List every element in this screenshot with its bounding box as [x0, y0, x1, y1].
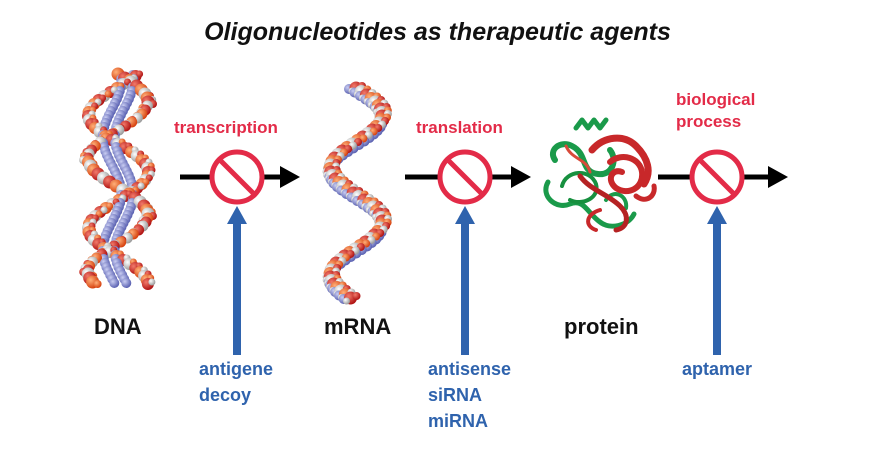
atom-sphere: [142, 178, 150, 186]
protein-structure-image: [543, 117, 657, 233]
inhibitor-arrow-antisense: [455, 206, 475, 355]
atom-sphere: [343, 297, 350, 305]
label-protein: protein: [564, 314, 639, 339]
atom-sphere: [109, 278, 120, 288]
inhibition-symbol-biological-process: [689, 149, 745, 205]
dna-molecule-image: [79, 67, 157, 290]
label-dna: DNA: [94, 314, 142, 339]
atom-sphere: [136, 70, 144, 78]
inhibition-symbol-transcription: [209, 149, 265, 205]
atom-sphere: [148, 278, 156, 286]
label-biological-process-line2: process: [676, 112, 742, 131]
label-aptamer: aptamer: [682, 359, 753, 379]
inhibitor-list-biological-process: aptamer: [682, 356, 752, 382]
mrna-molecule-image: [322, 81, 392, 305]
label-antisense: antisense: [428, 359, 512, 379]
label-mrna: mRNA: [324, 314, 392, 339]
label-decoy: decoy: [199, 385, 252, 405]
atom-sphere: [104, 90, 112, 98]
inhibitor-arrow-antigene: [227, 206, 247, 355]
inhibitor-arrow-aptamer: [707, 206, 727, 355]
atom-sphere: [352, 292, 361, 300]
label-sirna: siRNA: [428, 385, 483, 405]
atom-sphere: [106, 202, 114, 210]
diagram-title: Oligonucleotides as therapeutic agents: [204, 18, 671, 46]
atom-sphere: [100, 206, 108, 214]
inhibitor-list-translation: antisense siRNA miRNA: [428, 356, 511, 434]
label-biological-process-line1: biological: [676, 90, 756, 109]
inhibition-symbol-translation: [437, 149, 493, 205]
label-mirna: miRNA: [428, 411, 489, 431]
label-biological-process: biological process: [676, 89, 755, 133]
atom-sphere: [121, 278, 132, 288]
inhibitor-list-transcription: antigene decoy: [199, 356, 273, 408]
atom-sphere: [99, 94, 107, 102]
label-antigene: antigene: [199, 359, 274, 379]
atom-sphere: [137, 182, 145, 190]
label-transcription: transcription: [174, 118, 278, 137]
label-translation: translation: [416, 118, 503, 137]
atom-sphere: [93, 280, 102, 288]
